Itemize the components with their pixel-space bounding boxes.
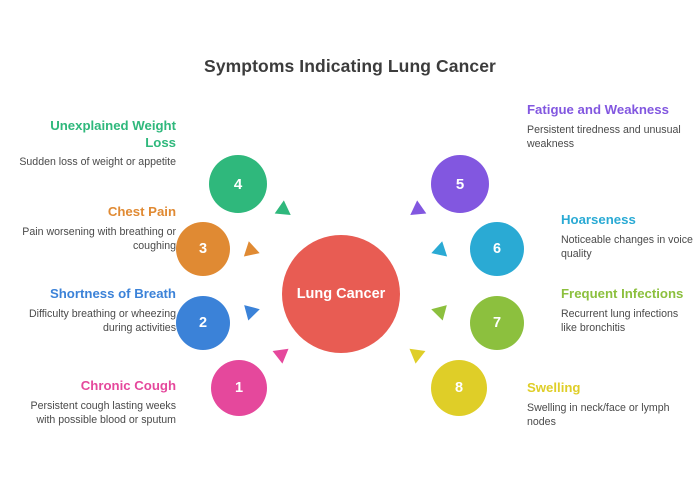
node-circle-7[interactable]: 7 bbox=[470, 296, 524, 350]
arrow-icon-5 bbox=[405, 200, 427, 222]
node-number-3: 3 bbox=[198, 241, 208, 257]
desc-shortness-of-breath: Difficulty breathing or wheezing during … bbox=[28, 307, 176, 334]
desc-unexplained-weight-loss: Sudden loss of weight or appetite bbox=[19, 156, 176, 168]
text-block-unexplained-weight-loss: Unexplained Weight Loss Sudden loss of w… bbox=[16, 118, 176, 169]
node-number-8: 8 bbox=[454, 380, 464, 396]
desc-frequent-infections: Recurrent lung infections like bronchiti… bbox=[561, 307, 679, 334]
node-number-1: 1 bbox=[234, 380, 244, 396]
arrow-icon-3 bbox=[243, 241, 263, 261]
center-node-lung-cancer[interactable]: Lung Cancer bbox=[282, 235, 400, 353]
node-circle-1[interactable]: 1 bbox=[211, 360, 267, 416]
heading-shortness-of-breath: Shortness of Breath bbox=[49, 286, 176, 301]
heading-chest-pain: Chest Pain bbox=[107, 204, 176, 219]
text-block-swelling: Swelling Swelling in neck/face or lymph … bbox=[527, 380, 687, 429]
arrow-icon-6 bbox=[428, 241, 448, 261]
desc-fatigue-and-weakness: Persistent tiredness and unusual weaknes… bbox=[527, 123, 681, 150]
desc-hoarseness: Noticeable changes in voice quality bbox=[561, 233, 693, 260]
node-number-2: 2 bbox=[198, 315, 208, 331]
node-number-5: 5 bbox=[455, 175, 465, 193]
heading-hoarseness: Hoarseness bbox=[561, 212, 636, 227]
text-block-frequent-infections: Frequent Infections Recurrent lung infec… bbox=[561, 286, 689, 335]
arrow-icon-4 bbox=[274, 200, 296, 222]
arrow-icon-7 bbox=[429, 301, 447, 321]
text-block-fatigue-and-weakness: Fatigue and Weakness Persistent tirednes… bbox=[527, 102, 687, 151]
desc-swelling: Swelling in neck/face or lymph nodes bbox=[527, 401, 670, 428]
center-node-label: Lung Cancer bbox=[296, 286, 386, 302]
node-number-4: 4 bbox=[233, 175, 243, 193]
text-block-hoarseness: Hoarseness Noticeable changes in voice q… bbox=[561, 212, 693, 261]
node-number-6: 6 bbox=[492, 241, 502, 257]
arrow-icon-8 bbox=[404, 342, 426, 364]
heading-fatigue-and-weakness: Fatigue and Weakness bbox=[527, 102, 669, 117]
heading-unexplained-weight-loss: Unexplained Weight Loss bbox=[50, 118, 176, 150]
node-circle-5[interactable]: 5 bbox=[431, 155, 489, 213]
heading-frequent-infections: Frequent Infections bbox=[561, 286, 684, 301]
node-circle-3[interactable]: 3 bbox=[176, 222, 230, 276]
page-title: Symptoms Indicating Lung Cancer bbox=[204, 56, 496, 76]
desc-chronic-cough: Persistent cough lasting weeks with poss… bbox=[30, 399, 176, 426]
heading-chronic-cough: Chronic Cough bbox=[80, 378, 176, 393]
arrow-icon-1 bbox=[272, 342, 294, 364]
node-circle-6[interactable]: 6 bbox=[470, 222, 524, 276]
text-block-shortness-of-breath: Shortness of Breath Difficulty breathing… bbox=[6, 286, 176, 335]
desc-chest-pain: Pain worsening with breathing or coughin… bbox=[22, 225, 176, 252]
arrow-icon-2 bbox=[244, 301, 262, 321]
text-block-chronic-cough: Chronic Cough Persistent cough lasting w… bbox=[16, 378, 176, 427]
node-circle-8[interactable]: 8 bbox=[431, 360, 487, 416]
heading-swelling: Swelling bbox=[527, 380, 581, 395]
node-circle-4[interactable]: 4 bbox=[209, 155, 267, 213]
text-block-chest-pain: Chest Pain Pain worsening with breathing… bbox=[6, 204, 176, 253]
node-number-7: 7 bbox=[492, 315, 502, 331]
node-circle-2[interactable]: 2 bbox=[176, 296, 230, 350]
